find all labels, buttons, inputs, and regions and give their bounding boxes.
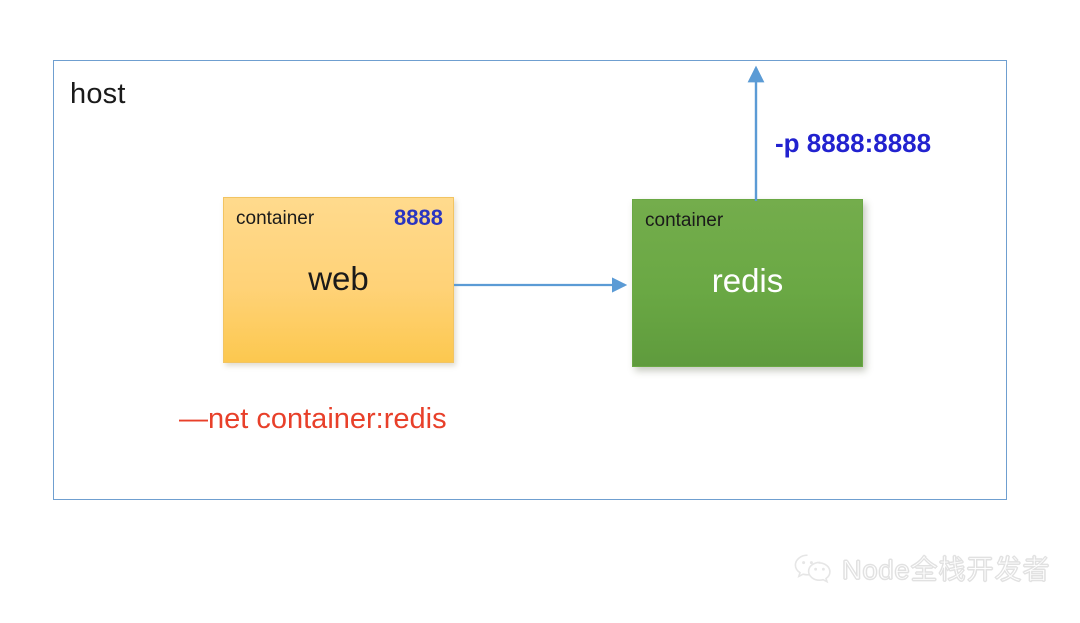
container-name-redis: redis bbox=[711, 262, 784, 299]
container-box-redis[interactable]: container redis bbox=[632, 199, 863, 367]
watermark-text: Node全栈开发者 bbox=[842, 555, 1051, 586]
watermark: Node全栈开发者 bbox=[793, 548, 1051, 587]
container-port-label-web: 8888 bbox=[394, 205, 443, 230]
annotation-port-mapping: -p 8888:8888 bbox=[775, 128, 932, 158]
host-label: host bbox=[70, 78, 126, 110]
container-name-web: web bbox=[308, 260, 369, 297]
annotation-network-mode: —net container:redis bbox=[179, 403, 447, 435]
container-type-label-redis: container bbox=[645, 210, 724, 231]
wechat-icon bbox=[794, 553, 831, 583]
container-type-label-web: container bbox=[236, 208, 315, 229]
container-box-web[interactable]: container 8888 web bbox=[223, 197, 454, 363]
